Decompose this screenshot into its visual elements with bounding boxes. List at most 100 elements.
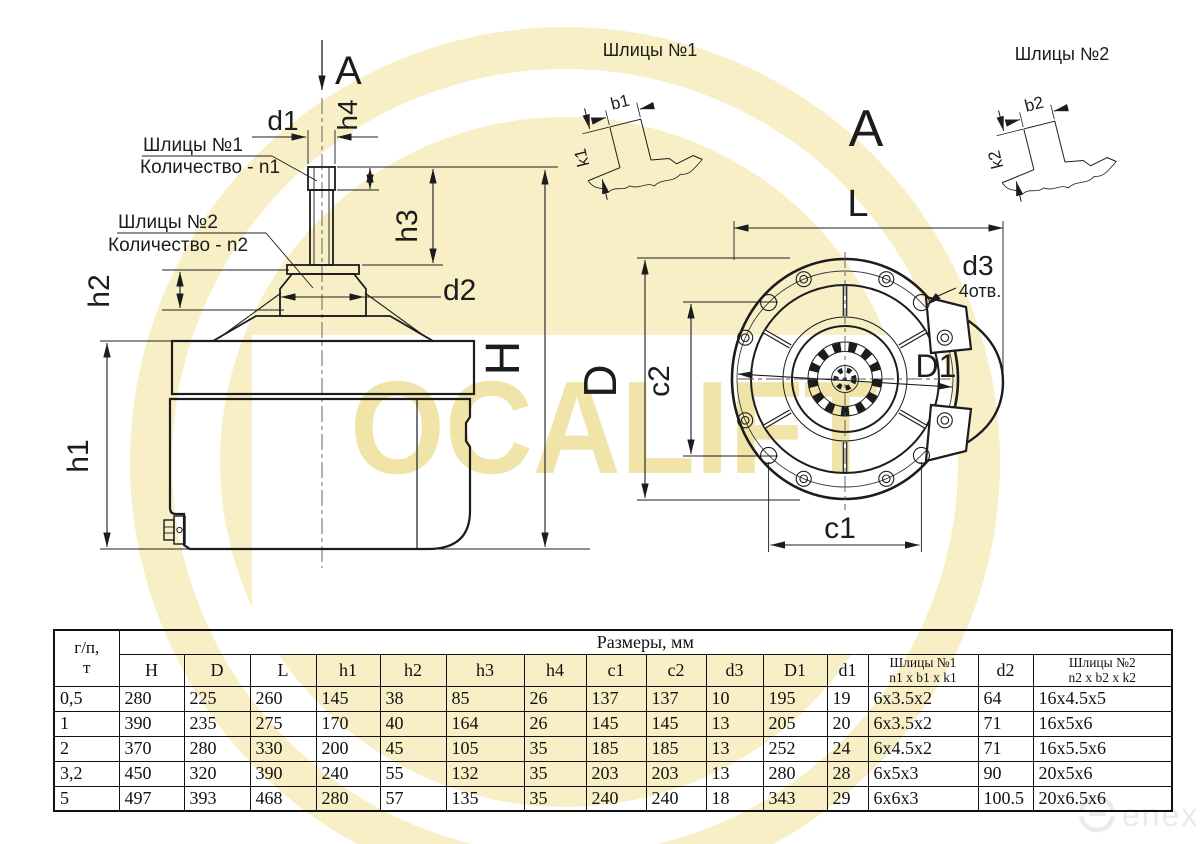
h2-label: h2 xyxy=(83,274,116,307)
dimensions-table: г/п,т Размеры, мм H D L h1 h2 h3 h4 c1 c… xyxy=(53,629,1174,813)
table-cell: 35 xyxy=(523,760,587,787)
spline1-callout-qty: Количество - n1 xyxy=(140,157,280,178)
table-cell: 235 xyxy=(183,710,251,737)
view-label-A: A xyxy=(849,100,884,158)
spline-detail-2: b2 k2 Шлицы №2 xyxy=(984,44,1117,202)
table-cell: 370 xyxy=(118,735,185,762)
col-header-h3: h3 xyxy=(445,653,525,687)
table-cell: 16x4.5x5 xyxy=(1032,685,1173,712)
table-cell: 145 xyxy=(585,710,647,737)
table-cell: 343 xyxy=(762,785,828,812)
table-cell: 10 xyxy=(705,685,764,712)
rib-right xyxy=(364,292,428,339)
h3-label: h3 xyxy=(391,209,424,242)
H-label: H xyxy=(477,341,530,376)
table-cell: 2 xyxy=(53,735,120,762)
col-header-d3: d3 xyxy=(705,653,764,687)
table-cell: 6x3.5x2 xyxy=(867,685,979,712)
table-cell: 170 xyxy=(315,710,381,737)
table-cell: 100.5 xyxy=(977,785,1034,812)
table-cell: 35 xyxy=(523,785,587,812)
table-cell: 45 xyxy=(379,735,447,762)
table-cell: 252 xyxy=(762,735,828,762)
col-header-d1: d1 xyxy=(826,653,869,687)
table-cell: 330 xyxy=(249,735,317,762)
table-cell: 5 xyxy=(53,785,120,812)
table-cell: 280 xyxy=(118,685,185,712)
table-cell: 85 xyxy=(445,685,525,712)
col-header-H: H xyxy=(118,653,185,687)
dim-D1 xyxy=(737,371,953,390)
h1-label: h1 xyxy=(62,439,95,472)
table-cell: 13 xyxy=(705,760,764,787)
table-cell: 390 xyxy=(249,760,317,787)
d3-holes-note: 4отв. xyxy=(959,281,1001,301)
table-cell: 38 xyxy=(379,685,447,712)
watermark-ring xyxy=(130,27,1000,844)
table-cell: 240 xyxy=(645,785,707,812)
table-cell: 13 xyxy=(705,710,764,737)
table-cell: 145 xyxy=(645,710,707,737)
spline-detail-2-title: Шлицы №2 xyxy=(1015,44,1110,64)
table-cell: 40 xyxy=(379,710,447,737)
table-cell: 225 xyxy=(183,685,251,712)
col-header-D: D xyxy=(183,653,251,687)
table-cell: 260 xyxy=(249,685,317,712)
table-cell: 185 xyxy=(585,735,647,762)
load-capacity-header: г/п,т xyxy=(53,629,120,687)
table-cell: 105 xyxy=(445,735,525,762)
col-header-h2: h2 xyxy=(379,653,447,687)
table-cell: 497 xyxy=(118,785,185,812)
table-cell: 132 xyxy=(445,760,525,787)
table-cell: 135 xyxy=(445,785,525,812)
h4-label: h4 xyxy=(332,99,363,130)
table-cell: 275 xyxy=(249,710,317,737)
table-cell: 164 xyxy=(445,710,525,737)
side-view-labels: A d1 h4 h3 d2 h2 h1 H Шлицы №1 Количеств… xyxy=(62,49,530,473)
L-label: L xyxy=(847,183,868,225)
k2-label: k2 xyxy=(984,149,1007,171)
rib-left xyxy=(218,292,282,339)
table-cell: 450 xyxy=(118,760,185,787)
table-cell: 24 xyxy=(826,735,869,762)
D-label: D xyxy=(574,364,626,397)
d1-label: d1 xyxy=(267,105,298,136)
c1-label: c1 xyxy=(824,512,856,545)
table-cell: 18 xyxy=(705,785,764,812)
table-cell: 90 xyxy=(977,760,1034,787)
table-cell: 29 xyxy=(826,785,869,812)
table-cell: 185 xyxy=(645,735,707,762)
col-header-h4: h4 xyxy=(523,653,587,687)
flange-view xyxy=(637,221,1005,552)
table-cell: 28 xyxy=(826,760,869,787)
table-cell: 3,2 xyxy=(53,760,120,787)
table-cell: 71 xyxy=(977,710,1034,737)
d2-label: d2 xyxy=(443,274,476,307)
table-cell: 6x3.5x2 xyxy=(867,710,979,737)
table-cell: 280 xyxy=(762,760,828,787)
table-cell: 200 xyxy=(315,735,381,762)
table-cell: 145 xyxy=(315,685,381,712)
D1-label: D1 xyxy=(916,348,957,384)
spline-detail-1: b1 k1 Шлицы №1 xyxy=(570,40,703,200)
table-cell: 0,5 xyxy=(53,685,120,712)
spline1-callout-title: Шлицы №1 xyxy=(143,135,243,156)
d3-label: d3 xyxy=(962,250,993,281)
table-cell: 390 xyxy=(118,710,185,737)
table-cell: 35 xyxy=(523,735,587,762)
table-cell: 26 xyxy=(523,710,587,737)
b1-label: b1 xyxy=(609,91,632,114)
flange-view-labels: A L D c2 c1 D1 d3 4отв. xyxy=(574,100,1001,545)
table-cell: 205 xyxy=(762,710,828,737)
table-cell: 195 xyxy=(762,685,828,712)
col-header-c1: c1 xyxy=(585,653,647,687)
table-cell: 16x5x6 xyxy=(1032,710,1173,737)
table-cell: 468 xyxy=(249,785,317,812)
table-cell: 20 xyxy=(826,710,869,737)
table-cell: 71 xyxy=(977,735,1034,762)
